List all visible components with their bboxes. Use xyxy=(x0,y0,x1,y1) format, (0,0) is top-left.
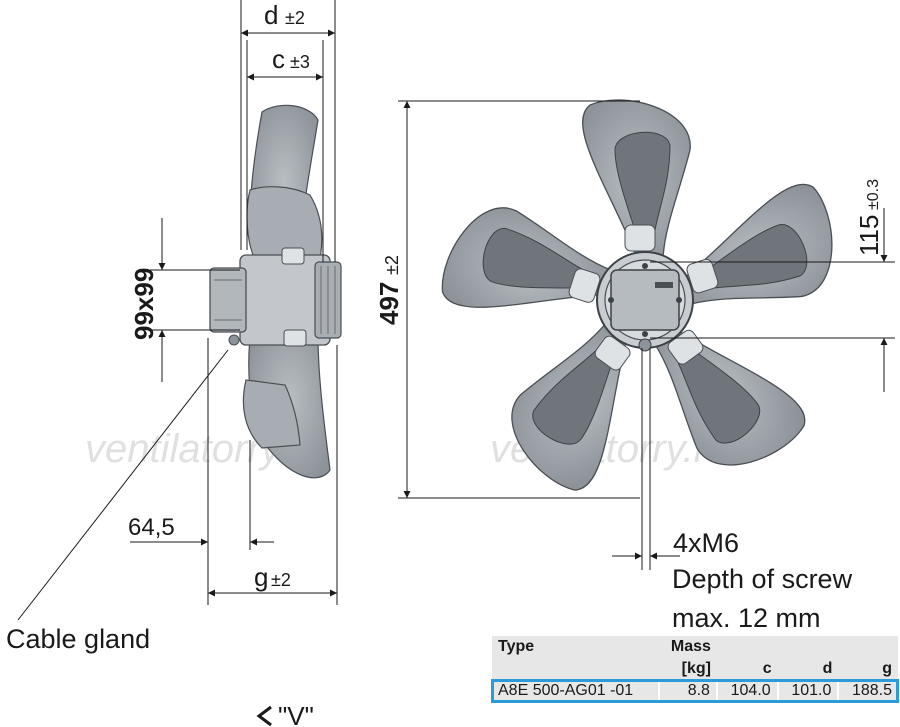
dim-c-label: c xyxy=(272,44,285,74)
dim-diameter-label: 497 xyxy=(374,282,404,325)
dim-diameter-tolerance: ±2 xyxy=(382,255,402,275)
table-header-row-1: Type Mass xyxy=(492,636,898,658)
side-terminal-box xyxy=(209,267,247,333)
side-dimensions xyxy=(17,0,338,621)
dim-c-tolerance: ±3 xyxy=(290,52,310,72)
view-v-label: "V" xyxy=(278,701,314,727)
cell-g: 188.5 xyxy=(837,680,898,702)
side-blade-bracket-2 xyxy=(283,329,307,347)
side-blade-bottom xyxy=(242,379,301,449)
front-terminal-box xyxy=(610,269,680,331)
cell-mass: 8.8 xyxy=(657,680,717,702)
header-d: d xyxy=(777,658,839,680)
header-mass-unit: [kg] xyxy=(658,658,717,680)
header-mass: Mass xyxy=(658,636,717,658)
cell-type: A8E 500-AG01 -01 xyxy=(492,680,659,702)
dim-115-label: 115 xyxy=(854,215,884,256)
header-type: Type xyxy=(492,636,659,658)
front-label-plate xyxy=(655,282,673,288)
dim-g-tolerance: ±2 xyxy=(271,570,291,590)
front-screw-hole-4 xyxy=(608,297,614,303)
screw-depth-line1: Depth of screw xyxy=(672,564,853,594)
header-g: g xyxy=(838,658,898,680)
dim-g-label: g xyxy=(254,562,268,592)
screws-label: 4xM6 xyxy=(673,528,739,558)
side-cable-gland xyxy=(228,334,240,346)
spec-table: Type Mass [kg] c d g A8E 500-AG01 -01 8.… xyxy=(491,636,899,703)
dim-d-label: d xyxy=(264,0,278,30)
dim-d-tolerance: ±2 xyxy=(285,8,305,28)
cell-c: 104.0 xyxy=(715,680,778,702)
cable-gland-label: Cable gland xyxy=(6,624,150,654)
screw-depth-line2: max. 12 mm xyxy=(672,603,821,633)
front-screw-hole-2 xyxy=(676,297,682,303)
dim-115-tolerance: ±0.3 xyxy=(865,179,882,210)
table-header-row-2: [kg] c d g xyxy=(492,658,898,680)
side-blade-bracket-1 xyxy=(281,247,305,265)
front-dimensions xyxy=(398,100,895,570)
fan-blades xyxy=(441,99,833,491)
cell-d: 101.0 xyxy=(776,680,839,702)
view-arrow-icon xyxy=(256,705,272,727)
front-screw-hole-3 xyxy=(642,331,648,337)
dim-square-label: 99x99 xyxy=(129,268,159,340)
front-screw-hole-1 xyxy=(642,263,648,269)
fan-side-view xyxy=(209,104,342,479)
header-c: c xyxy=(716,658,778,680)
dim-645-label: 64,5 xyxy=(128,514,175,541)
table-row[interactable]: A8E 500-AG01 -01 8.8 104.0 101.0 188.5 xyxy=(491,679,899,703)
front-cable-gland xyxy=(638,338,652,352)
fan-front-view xyxy=(441,99,833,491)
